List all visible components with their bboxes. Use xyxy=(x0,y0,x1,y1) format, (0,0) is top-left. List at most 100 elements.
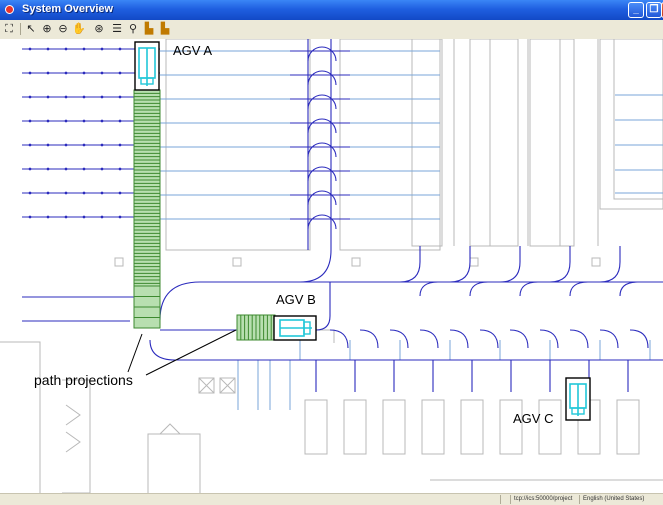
building-outline xyxy=(411,39,443,247)
lane-node xyxy=(64,47,68,51)
guide-lane xyxy=(299,249,332,283)
window-title: System Overview xyxy=(22,3,114,15)
loop-arc xyxy=(307,190,337,206)
layout-map[interactable] xyxy=(0,39,663,493)
building-outline xyxy=(165,39,311,251)
loop-arc xyxy=(307,142,337,158)
vehicles[interactable] xyxy=(134,41,591,421)
maximize-button[interactable]: ❐ xyxy=(646,2,662,18)
layers-icon[interactable]: ☰ xyxy=(112,22,122,35)
bay-outline xyxy=(538,399,562,455)
main-loop xyxy=(159,281,663,321)
spur xyxy=(399,246,421,283)
lane-node xyxy=(82,95,86,99)
center-icon[interactable]: ⊛ xyxy=(94,22,104,35)
status-spacer xyxy=(500,495,504,504)
spur xyxy=(539,329,559,349)
app-icon xyxy=(5,5,14,14)
pillar xyxy=(114,257,124,267)
lane-node xyxy=(46,119,50,123)
select-pointer-icon[interactable]: ↖ xyxy=(26,22,36,35)
bay-outline xyxy=(616,399,640,455)
lane-node xyxy=(82,167,86,171)
lane-node xyxy=(118,167,122,171)
lane-node xyxy=(82,119,86,123)
lane-node xyxy=(82,143,86,147)
pan-hand-icon[interactable]: ✋ xyxy=(72,22,86,35)
minimize-button[interactable]: _ xyxy=(628,2,644,18)
zoom-in-icon[interactable]: ⊕ xyxy=(42,22,52,35)
lane-node xyxy=(82,47,86,51)
leader-line xyxy=(145,329,237,376)
vehicle-alt-icon[interactable]: ▙ xyxy=(160,22,170,35)
vehicle-icon[interactable]: ▙ xyxy=(144,22,154,35)
close-button[interactable]: × xyxy=(661,2,663,18)
main-loop xyxy=(149,339,663,361)
spur xyxy=(519,281,539,297)
lane-node xyxy=(100,71,104,75)
guide-lane xyxy=(315,282,331,331)
title-bar[interactable]: System Overview _ ❐ × xyxy=(0,0,663,20)
lane-node xyxy=(118,47,122,51)
agv-b-label: AGV B xyxy=(276,292,316,307)
spur xyxy=(419,281,439,297)
lane-node xyxy=(118,191,122,195)
lane-node xyxy=(28,71,32,75)
lane-node xyxy=(118,143,122,147)
lane-node xyxy=(28,215,32,219)
bay-outline xyxy=(499,399,523,455)
building-outline xyxy=(613,39,663,200)
lane-node xyxy=(46,95,50,99)
spur xyxy=(569,281,589,297)
guide-paths xyxy=(22,39,663,392)
wall xyxy=(62,379,91,493)
spur xyxy=(509,329,529,349)
spur xyxy=(329,329,349,349)
wall xyxy=(159,423,181,435)
building-outline xyxy=(529,39,575,247)
lane-node xyxy=(46,215,50,219)
zoom-out-icon[interactable]: ⊖ xyxy=(58,22,68,35)
agv-c[interactable] xyxy=(565,377,591,421)
lane-node xyxy=(100,215,104,219)
spur xyxy=(449,329,469,349)
agv-a-label: AGV A xyxy=(173,43,213,58)
spur xyxy=(479,329,499,349)
lane-node xyxy=(28,167,32,171)
layout-canvas[interactable]: AGV A AGV B AGV C path projections xyxy=(0,39,663,493)
lane-node xyxy=(64,71,68,75)
lane-node xyxy=(46,191,50,195)
pillar xyxy=(232,257,242,267)
agv-b[interactable] xyxy=(273,315,317,341)
spur xyxy=(599,329,619,349)
lane-node xyxy=(46,167,50,171)
spur xyxy=(359,329,379,349)
connection-status: tcp://ics:50000/project xyxy=(510,495,572,504)
lane-node xyxy=(64,143,68,147)
spur xyxy=(469,281,489,297)
lane-node xyxy=(28,95,32,99)
spur xyxy=(419,329,439,349)
find-icon[interactable]: ⚲ xyxy=(128,22,138,35)
lane-node xyxy=(100,119,104,123)
status-bar: tcp://ics:50000/project English (United … xyxy=(0,493,663,505)
bay-outline xyxy=(460,399,484,455)
loop-arc xyxy=(307,118,337,134)
spur xyxy=(499,246,521,283)
lane-node xyxy=(100,95,104,99)
vehicle-fork xyxy=(571,407,585,415)
annotation-leaders xyxy=(127,329,237,376)
fit-view-icon[interactable]: ⛶ xyxy=(5,22,13,35)
lane-node xyxy=(82,71,86,75)
lane-node xyxy=(100,47,104,51)
agv-a[interactable] xyxy=(134,41,160,91)
spur xyxy=(389,329,409,349)
lane-node xyxy=(118,119,122,123)
toolbar: ⛶ ↖ ⊕ ⊖ ✋ ⊛ ☰ ⚲ ▙ ▙ xyxy=(0,20,663,40)
lane-node xyxy=(100,191,104,195)
spur xyxy=(549,246,571,283)
bay-outline xyxy=(421,399,445,455)
lane-node xyxy=(28,191,32,195)
bay-outline xyxy=(304,399,328,455)
